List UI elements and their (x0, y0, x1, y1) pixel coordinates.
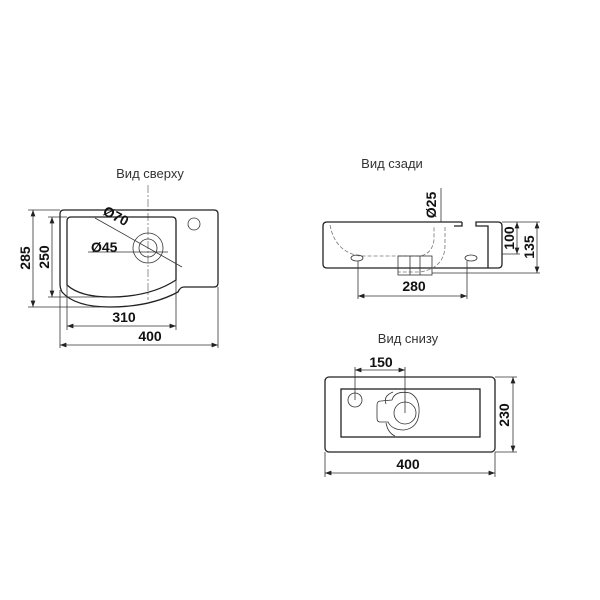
dim-285: 285 (17, 246, 33, 270)
bottom-view-title: Вид снизу (378, 331, 439, 346)
top-view: Вид сверху Ø70 Ø45 285 250 310 400 (17, 166, 219, 348)
dim-150: 150 (369, 354, 393, 370)
top-view-title: Вид сверху (116, 166, 184, 181)
dim-280: 280 (402, 278, 426, 294)
back-view-title: Вид сзади (361, 156, 423, 171)
mount-hole-left (350, 254, 364, 262)
dim-400-bottom: 400 (396, 456, 420, 472)
dim-230: 230 (496, 403, 512, 427)
back-view: Вид сзади Ø25 280 100 135 (322, 156, 540, 299)
drain-column (397, 255, 433, 276)
dim-250: 250 (36, 245, 52, 269)
bowl-outline (66, 216, 177, 298)
dim-310: 310 (112, 309, 136, 325)
basin-outline (59, 209, 219, 308)
bottom-view: Вид снизу 150 230 400 (324, 331, 517, 477)
tap-hole (187, 217, 201, 231)
dim-drain-outer: Ø70 (101, 203, 132, 230)
bottom-recess (340, 388, 481, 438)
bottom-outline (324, 376, 496, 453)
mount-hole-right (464, 254, 478, 262)
dim-pipe: Ø25 (423, 192, 439, 219)
back-outline (322, 221, 503, 269)
drain-inner-circle (138, 238, 158, 258)
dim-135: 135 (521, 235, 537, 259)
dim-100: 100 (501, 226, 517, 250)
dim-drain-inner: Ø45 (91, 239, 118, 255)
drain-outer-circle (132, 232, 164, 264)
dim-400-top: 400 (138, 328, 162, 344)
